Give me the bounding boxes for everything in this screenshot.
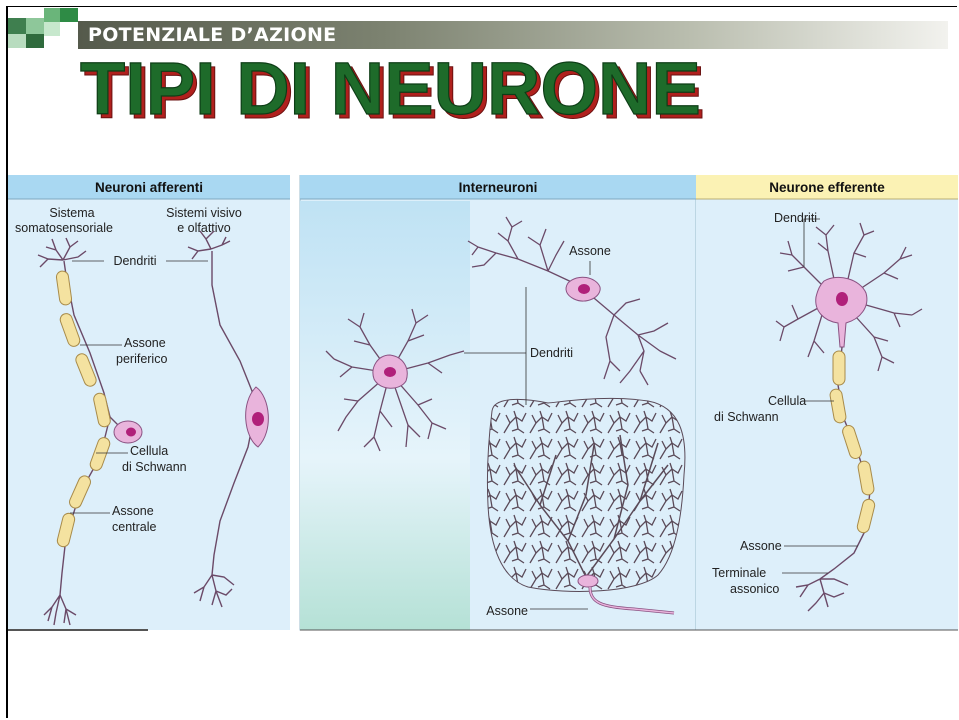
bipolar-cell-body: [566, 277, 600, 301]
page-title: TIPI DI NEURONE TIPI DI NEURONE: [80, 52, 860, 132]
label-cellula-afferent-2: di Schwann: [122, 460, 187, 474]
label-terminale-2: assonico: [730, 582, 779, 596]
stellate-cell-body: [373, 355, 407, 388]
panel-afferent-header: Neuroni afferenti: [95, 180, 203, 195]
label-dendriti-afferent: Dendriti: [113, 254, 156, 268]
label-sistema: Sistema: [49, 206, 94, 220]
label-somatosensoriale: somatosensoriale: [15, 221, 113, 235]
neuron-types-diagram: Neuroni afferenti Sistema somatosensoria…: [8, 175, 958, 635]
label-sistemi-visivo: Sistemi visivo: [166, 206, 242, 220]
label-dendriti-efferent: Dendriti: [774, 211, 817, 225]
label-assone-inter-bottom: Assone: [486, 604, 528, 618]
label-assone-efferent: Assone: [740, 539, 782, 553]
panel-inter-gradient: [300, 201, 470, 630]
somatosensory-cell-body: [114, 421, 142, 443]
label-assone-periferico-2: periferico: [116, 352, 167, 366]
label-cellula-efferent-2: di Schwann: [714, 410, 779, 424]
panel-interneurons: Interneuroni: [300, 175, 696, 630]
panel-efferent: Neurone efferente: [696, 175, 958, 630]
slide-logo-icon: [8, 8, 78, 56]
label-assone-centrale-1: Assone: [112, 504, 154, 518]
label-assone-centrale-2: centrale: [112, 520, 157, 534]
panel-efferent-header: Neurone efferente: [769, 180, 885, 195]
panel-inter-header: Interneuroni: [459, 180, 538, 195]
label-cellula-afferent-1: Cellula: [130, 444, 168, 458]
label-assone-inter-top: Assone: [569, 244, 611, 258]
label-e-olfattivo: e olfattivo: [177, 221, 231, 235]
section-label: POTENZIALE D’AZIONE: [88, 22, 336, 48]
page-title-text: TIPI DI NEURONE: [80, 52, 701, 130]
label-assone-periferico-1: Assone: [124, 336, 166, 350]
label-cellula-efferent-1: Cellula: [768, 394, 806, 408]
bushy-cell-body: [578, 575, 598, 587]
label-dendriti-inter: Dendriti: [530, 346, 573, 360]
panel-afferent: Neuroni afferenti Sistema somatosensoria…: [8, 175, 290, 630]
label-terminale-1: Terminale: [712, 566, 766, 580]
